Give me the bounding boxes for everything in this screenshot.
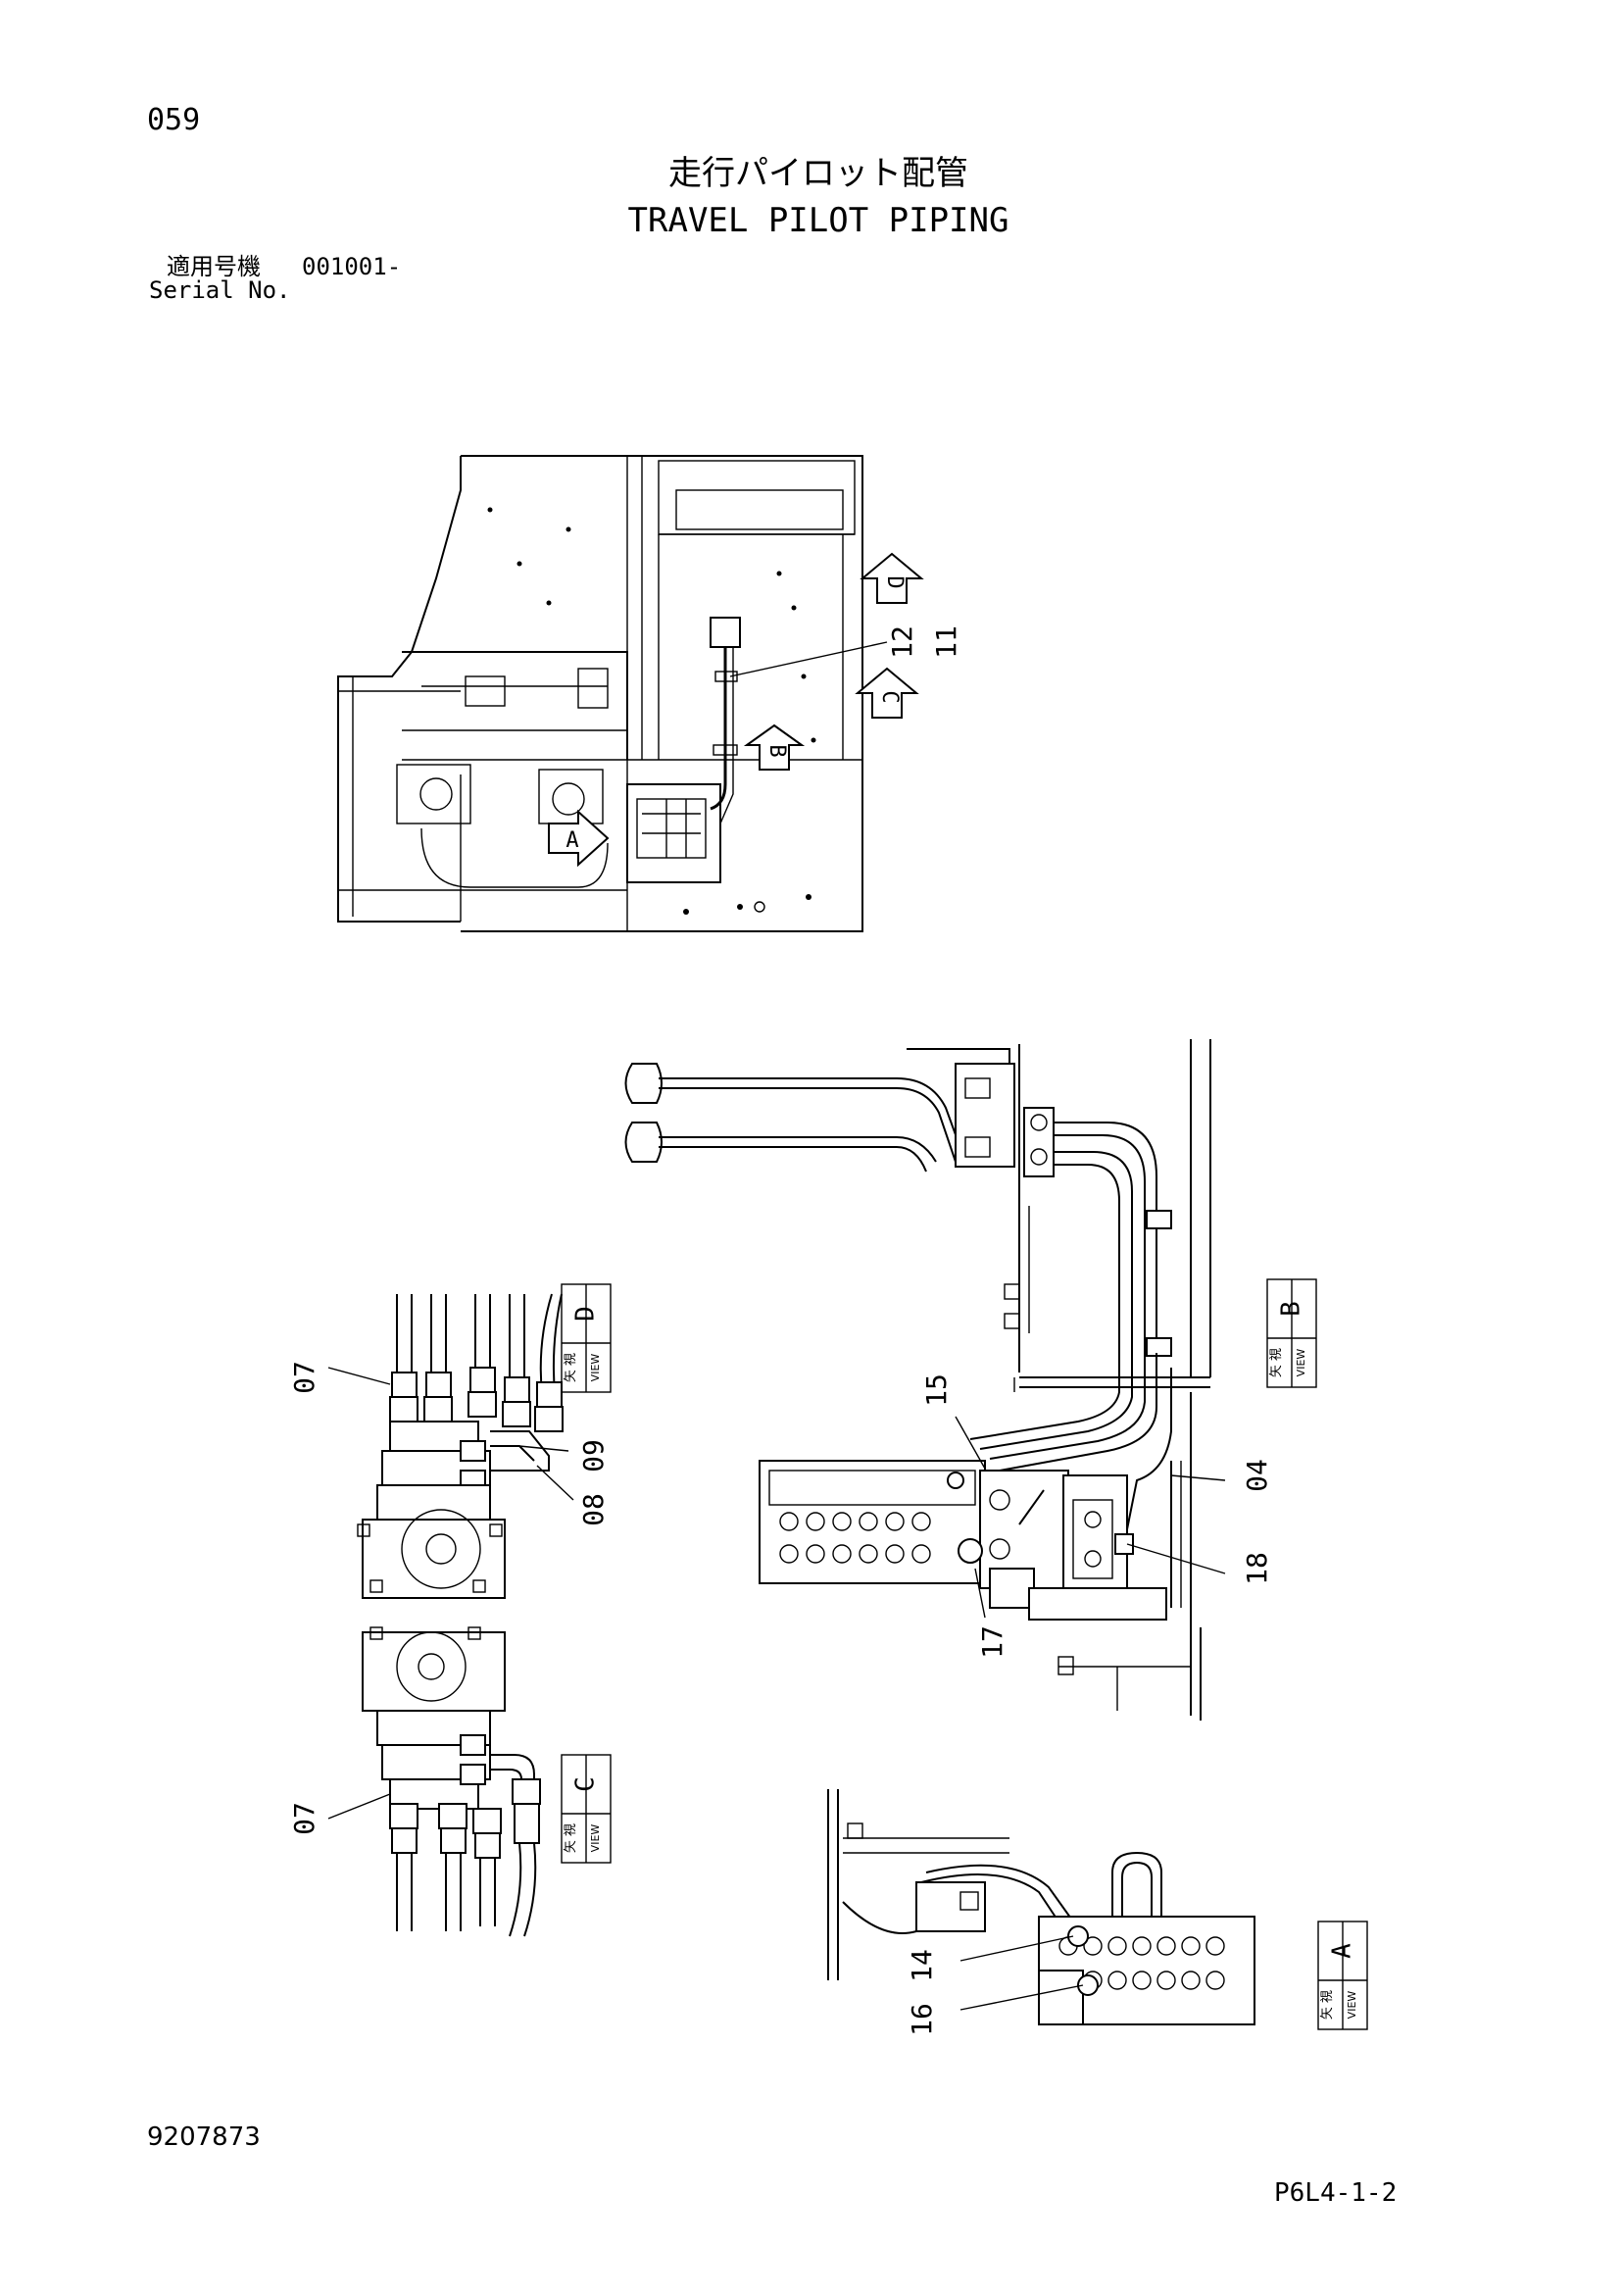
callout-14: 14 xyxy=(906,1949,938,1982)
arrow-b-letter: B xyxy=(764,744,789,757)
sheet-code: P6L4-1-2 xyxy=(1274,2178,1397,2208)
serial-value: 001001- xyxy=(302,253,401,280)
view-c-label: 矢 視 VIEW C xyxy=(561,1754,612,1864)
view-arrow-d: D xyxy=(860,552,924,604)
view-c-detail: 07 矢 視 VIEW C xyxy=(288,1626,612,1937)
callout-17: 17 xyxy=(976,1625,1008,1659)
view-arrow-c: C xyxy=(855,667,919,719)
callout-12: 12 xyxy=(886,625,918,659)
view-d-letter: D xyxy=(571,1306,601,1322)
title-japanese: 走行パイロット配管 xyxy=(668,154,968,193)
view-b-letter: B xyxy=(1277,1301,1306,1317)
view-d-kanji: 矢 視 xyxy=(564,1353,578,1382)
callout-07-view-c: 07 xyxy=(288,1802,320,1835)
view-a-word: VIEW xyxy=(1346,1991,1358,2020)
callout-15: 15 xyxy=(920,1373,953,1407)
page-number: 059 xyxy=(147,103,200,137)
view-c-letter: C xyxy=(571,1776,601,1792)
arrow-a-letter: A xyxy=(566,828,578,853)
callout-16: 16 xyxy=(906,2003,938,2036)
callout-09: 09 xyxy=(577,1439,610,1472)
callout-04: 04 xyxy=(1241,1459,1273,1492)
callout-11: 11 xyxy=(930,625,962,659)
serial-label-japanese: 適用号機 xyxy=(167,253,261,280)
view-a-detail: 14 16 矢 視 VIEW A xyxy=(827,1789,1368,2036)
callout-07-view-d: 07 xyxy=(288,1361,320,1394)
machine-top-view: D C B A 12 11 xyxy=(337,455,962,932)
view-a-letter: A xyxy=(1328,1943,1357,1959)
view-d-label: 矢 視 VIEW D xyxy=(561,1283,612,1393)
view-b-detail: 15 04 18 17 矢 視 VIEW B xyxy=(624,1039,1317,1721)
view-d-word: VIEW xyxy=(589,1354,602,1382)
view-b-kanji: 矢 視 xyxy=(1269,1348,1284,1377)
serial-label-english: Serial No. xyxy=(149,276,291,304)
arrow-d-letter: D xyxy=(882,575,907,588)
view-b-label: 矢 視 VIEW B xyxy=(1266,1278,1317,1388)
view-arrow-a: A xyxy=(548,809,610,868)
title-english: TRAVEL PILOT PIPING xyxy=(628,201,1009,240)
view-c-kanji: 矢 視 xyxy=(564,1823,578,1853)
view-arrow-b: B xyxy=(743,724,806,771)
view-d-detail: 07 09 08 矢 視 VIEW D xyxy=(288,1283,612,1599)
view-b-word: VIEW xyxy=(1295,1349,1307,1377)
arrow-c-letter: C xyxy=(877,690,902,703)
view-a-kanji: 矢 視 xyxy=(1320,1990,1335,2020)
callout-08: 08 xyxy=(577,1493,610,1526)
part-number: 9207873 xyxy=(147,2122,261,2152)
callout-18: 18 xyxy=(1241,1552,1273,1585)
view-a-label: 矢 視 VIEW A xyxy=(1317,1921,1368,2030)
view-c-word: VIEW xyxy=(589,1824,602,1853)
